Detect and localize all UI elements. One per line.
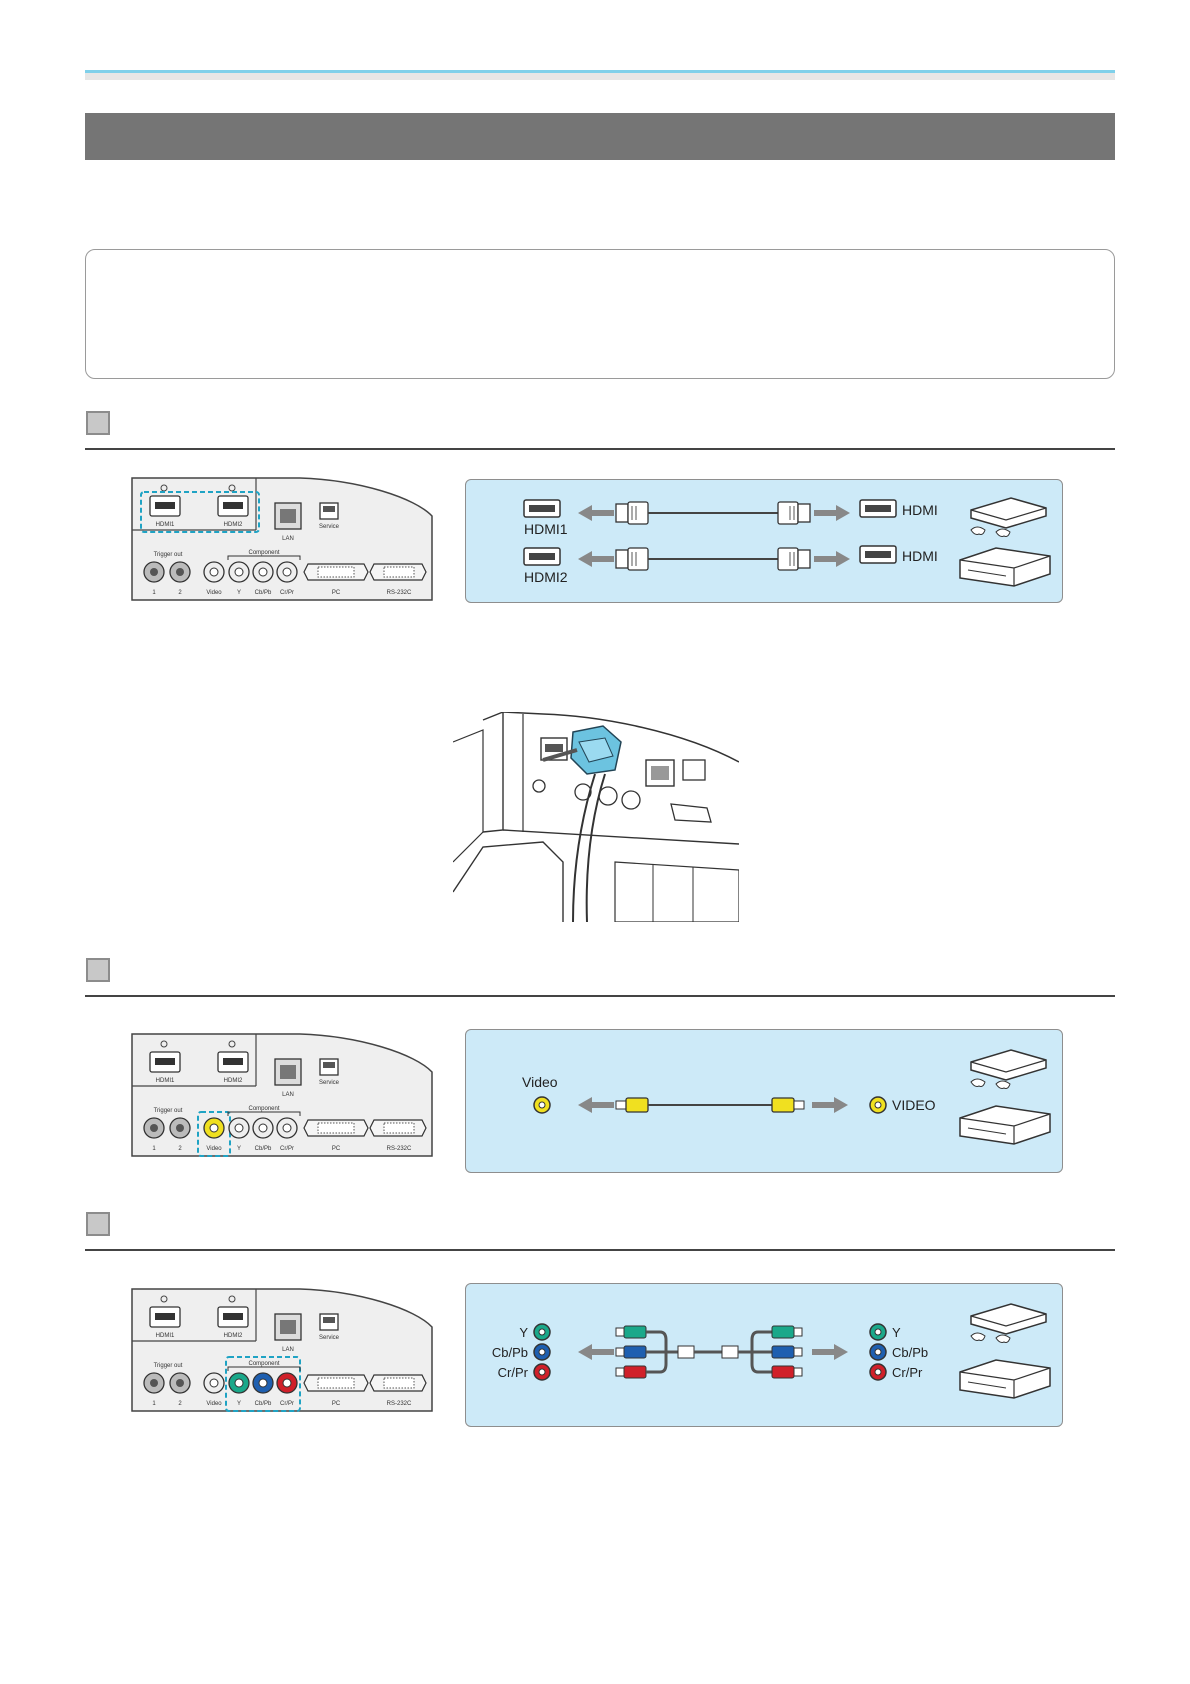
svg-text:LAN: LAN bbox=[282, 1347, 294, 1353]
arrow-left-icon bbox=[578, 1344, 592, 1360]
arrow-left-icon bbox=[578, 1097, 592, 1113]
device-video-label: VIDEO bbox=[892, 1097, 936, 1113]
svg-text:HDMI1: HDMI1 bbox=[156, 1333, 175, 1339]
arrow-right-icon bbox=[834, 1097, 848, 1113]
svg-text:Cb/Pb: Cb/Pb bbox=[255, 1401, 272, 1407]
svg-text:Cr/Pr: Cr/Pr bbox=[280, 1146, 294, 1152]
section-square-icon bbox=[86, 1212, 110, 1236]
video-input-label: Video bbox=[522, 1074, 558, 1090]
svg-text:Component: Component bbox=[248, 1361, 279, 1367]
section-divider bbox=[85, 995, 1115, 997]
svg-text:Service: Service bbox=[319, 1080, 340, 1086]
projector-panel-component: HDMI1 HDMI2 LAN Service Trigger out 1 2 … bbox=[131, 1288, 433, 1412]
dvd-player-icon bbox=[959, 1359, 1051, 1399]
video-connection-diagram: Video VIDEO bbox=[465, 1029, 1063, 1173]
device-hdmi-label: HDMI bbox=[902, 502, 938, 518]
header-accent-line bbox=[85, 70, 1115, 73]
note-box bbox=[85, 249, 1115, 379]
svg-text:Video: Video bbox=[206, 1401, 222, 1407]
svg-text:1: 1 bbox=[152, 590, 156, 596]
header-gray-band bbox=[85, 73, 1115, 80]
hdmi2-input-label: HDMI2 bbox=[524, 569, 568, 585]
hdmi1-port-label: HDMI1 bbox=[156, 522, 175, 528]
hdmi-connector-icon bbox=[542, 725, 622, 775]
service-port-label: Service bbox=[319, 524, 340, 530]
svg-text:RS-232C: RS-232C bbox=[387, 590, 412, 596]
svg-text:2: 2 bbox=[178, 590, 182, 596]
svg-text:HDMI2: HDMI2 bbox=[224, 1078, 243, 1084]
component-cbpb-input-label: Cb/Pb bbox=[492, 1345, 528, 1360]
section-square-icon bbox=[86, 411, 110, 435]
svg-text:LAN: LAN bbox=[282, 1092, 294, 1098]
svg-text:Cr/Pr: Cr/Pr bbox=[280, 1401, 294, 1407]
svg-text:Video: Video bbox=[206, 1146, 222, 1152]
arrow-right-icon bbox=[836, 505, 850, 521]
svg-text:HDMI2: HDMI2 bbox=[224, 1333, 243, 1339]
svg-text:1: 1 bbox=[152, 1146, 156, 1152]
hdmi-connection-diagram: HDMI1 HDMI2 HDMI HDMI bbox=[465, 479, 1063, 603]
svg-text:RS-232C: RS-232C bbox=[387, 1146, 412, 1152]
svg-text:PC: PC bbox=[332, 1401, 341, 1407]
arrow-left-icon bbox=[578, 505, 592, 521]
arrow-right-icon bbox=[834, 1344, 848, 1360]
arrow-right-icon bbox=[836, 551, 850, 567]
svg-text:Trigger out: Trigger out bbox=[154, 1108, 183, 1114]
svg-text:Cb/Pb: Cb/Pb bbox=[255, 1146, 272, 1152]
device-y-label: Y bbox=[892, 1325, 901, 1340]
svg-text:RS-232C: RS-232C bbox=[387, 1401, 412, 1407]
dvd-player-icon bbox=[959, 1105, 1051, 1145]
svg-text:Y: Y bbox=[237, 1146, 241, 1152]
svg-text:Service: Service bbox=[319, 1335, 340, 1341]
game-console-icon bbox=[970, 497, 1047, 537]
hdmi2-port-label: HDMI2 bbox=[224, 522, 243, 528]
svg-text:Video: Video bbox=[206, 590, 222, 596]
projector-panel-video: HDMI1 HDMI2 LAN Service Trigger out 1 2 … bbox=[131, 1033, 433, 1157]
dvd-player-icon bbox=[959, 547, 1051, 587]
device-cbpb-label: Cb/Pb bbox=[892, 1345, 928, 1360]
svg-text:Y: Y bbox=[237, 590, 241, 596]
hdmi1-input-label: HDMI1 bbox=[524, 521, 568, 537]
svg-text:PC: PC bbox=[332, 590, 341, 596]
svg-text:1: 1 bbox=[152, 1401, 156, 1407]
svg-text:Trigger out: Trigger out bbox=[154, 1363, 183, 1369]
svg-text:2: 2 bbox=[178, 1401, 182, 1407]
section-divider bbox=[85, 1249, 1115, 1251]
component-connection-diagram: Y Cb/Pb Cr/Pr Y Cb/Pb Cr/Pr bbox=[465, 1283, 1063, 1427]
svg-text:Component: Component bbox=[248, 1106, 279, 1112]
section-square-icon bbox=[86, 958, 110, 982]
arrow-left-icon bbox=[578, 551, 592, 567]
section-title-banner bbox=[85, 113, 1115, 160]
game-console-icon bbox=[970, 1303, 1047, 1343]
trigger-out-label: Trigger out bbox=[154, 552, 183, 558]
svg-text:Y: Y bbox=[237, 1401, 241, 1407]
svg-text:Cb/Pb: Cb/Pb bbox=[255, 590, 272, 596]
svg-text:Cr/Pr: Cr/Pr bbox=[280, 590, 294, 596]
projector-panel-hdmi: HDMI1 HDMI2 LAN Service Trigger out 1 2 … bbox=[131, 477, 433, 601]
svg-text:2: 2 bbox=[178, 1146, 182, 1152]
svg-text:PC: PC bbox=[332, 1146, 341, 1152]
component-label: Component bbox=[248, 550, 279, 556]
section-divider bbox=[85, 448, 1115, 450]
lan-port-label: LAN bbox=[282, 536, 294, 542]
game-console-icon bbox=[970, 1049, 1047, 1089]
hdmi-cable-photo-illustration bbox=[453, 712, 739, 922]
device-crpr-label: Cr/Pr bbox=[892, 1365, 923, 1380]
component-y-input-label: Y bbox=[519, 1325, 528, 1340]
svg-text:HDMI1: HDMI1 bbox=[156, 1078, 175, 1084]
component-crpr-input-label: Cr/Pr bbox=[498, 1365, 529, 1380]
device-hdmi-label: HDMI bbox=[902, 548, 938, 564]
